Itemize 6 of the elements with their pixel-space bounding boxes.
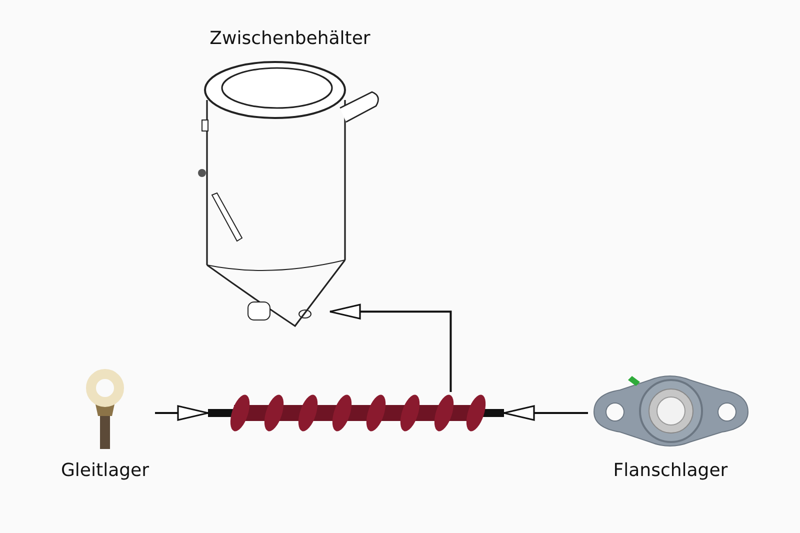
arrow bbox=[329, 304, 452, 392]
part-label: Flanschlager bbox=[613, 460, 728, 481]
part-label: Gleitlager bbox=[60, 460, 149, 481]
arrow bbox=[503, 405, 588, 421]
arrow bbox=[155, 405, 209, 421]
part-label: Zwischenbehälter bbox=[210, 28, 370, 49]
